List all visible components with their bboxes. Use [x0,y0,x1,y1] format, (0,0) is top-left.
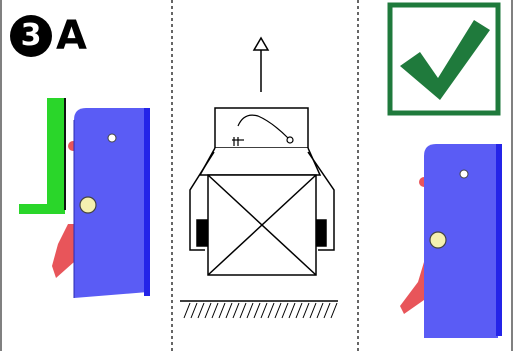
cable-icon [232,114,294,146]
panel-lift-instruction [180,36,338,319]
lower-knob-installed [429,231,447,249]
load-box [207,174,317,276]
step-letter: A [56,13,87,59]
checkmark-icon [400,20,490,100]
latch-arm [52,224,74,278]
mounting-bracket-icon [19,98,66,214]
step-label: 3 A [10,14,87,58]
panel-installed-result [387,2,502,338]
left-pad [196,219,208,247]
latch-arm-installed [400,262,424,314]
check-frame [387,2,501,116]
ground-hatch [180,300,338,319]
lift-arrow-icon [252,36,270,92]
step-number: 3 [20,18,42,53]
panel-before-install [19,98,150,298]
device-top-housing [214,107,309,149]
upper-knob [107,133,117,143]
right-arm [307,151,335,251]
left-arm [189,151,215,251]
right-pad [315,219,327,247]
blue-door-panel [73,108,150,298]
step-number-badge: 3 [10,15,52,57]
upper-knob-installed [459,169,469,179]
lower-knob [79,196,97,214]
blue-door-panel-installed [424,144,502,338]
